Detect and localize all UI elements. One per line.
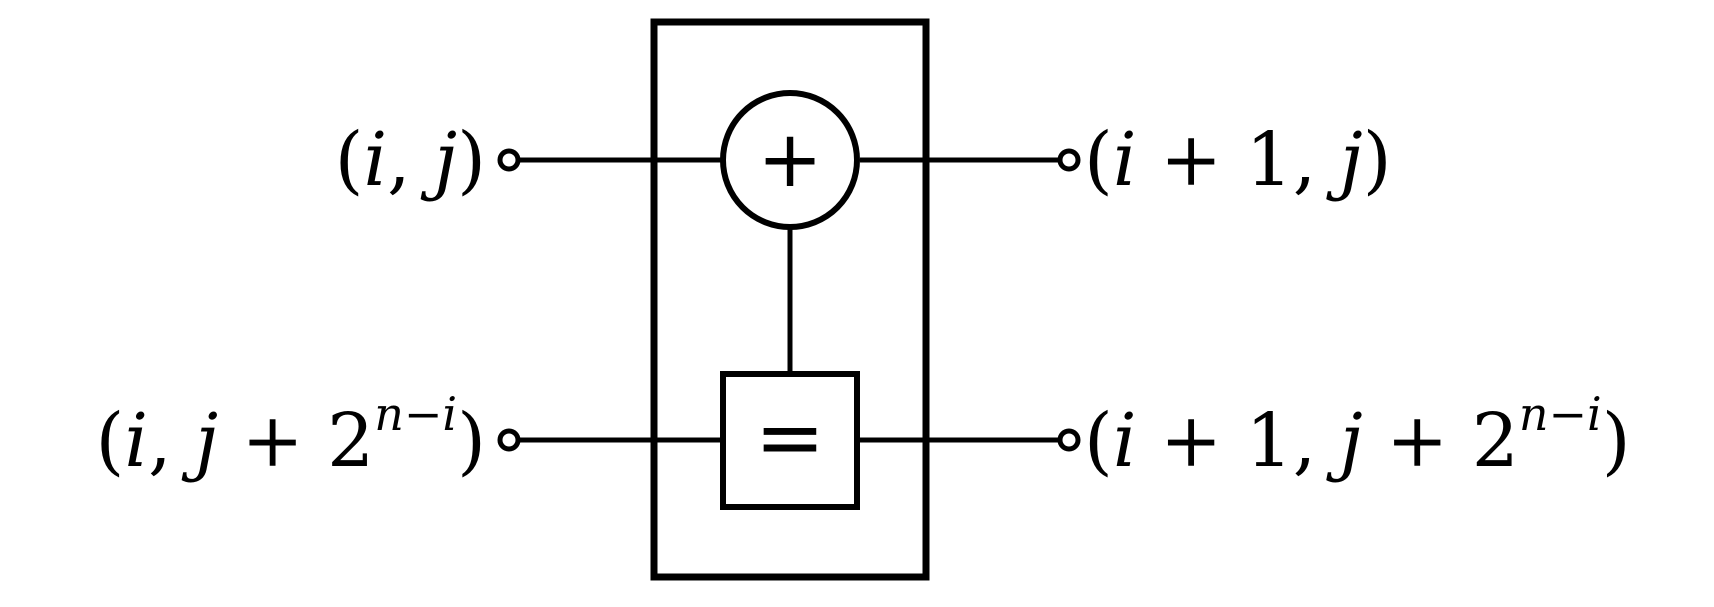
input-label-top: (i, j) xyxy=(335,117,486,203)
terminal-bottom-left xyxy=(497,428,521,452)
terminal-top-right xyxy=(1057,148,1081,172)
adder-node: + xyxy=(720,90,860,230)
equal-symbol: = xyxy=(755,388,825,486)
adder-symbol: + xyxy=(757,115,822,205)
output-label-bottom: (i + 1, j + 2n−i) xyxy=(1084,387,1631,484)
input-label-bottom: (i, j + 2n−i) xyxy=(96,387,486,484)
terminal-top-left xyxy=(497,148,521,172)
equality-node: = xyxy=(720,371,860,510)
output-label-top: (i + 1, j) xyxy=(1084,117,1392,203)
outer-block xyxy=(650,18,930,581)
terminal-bottom-right xyxy=(1057,428,1081,452)
